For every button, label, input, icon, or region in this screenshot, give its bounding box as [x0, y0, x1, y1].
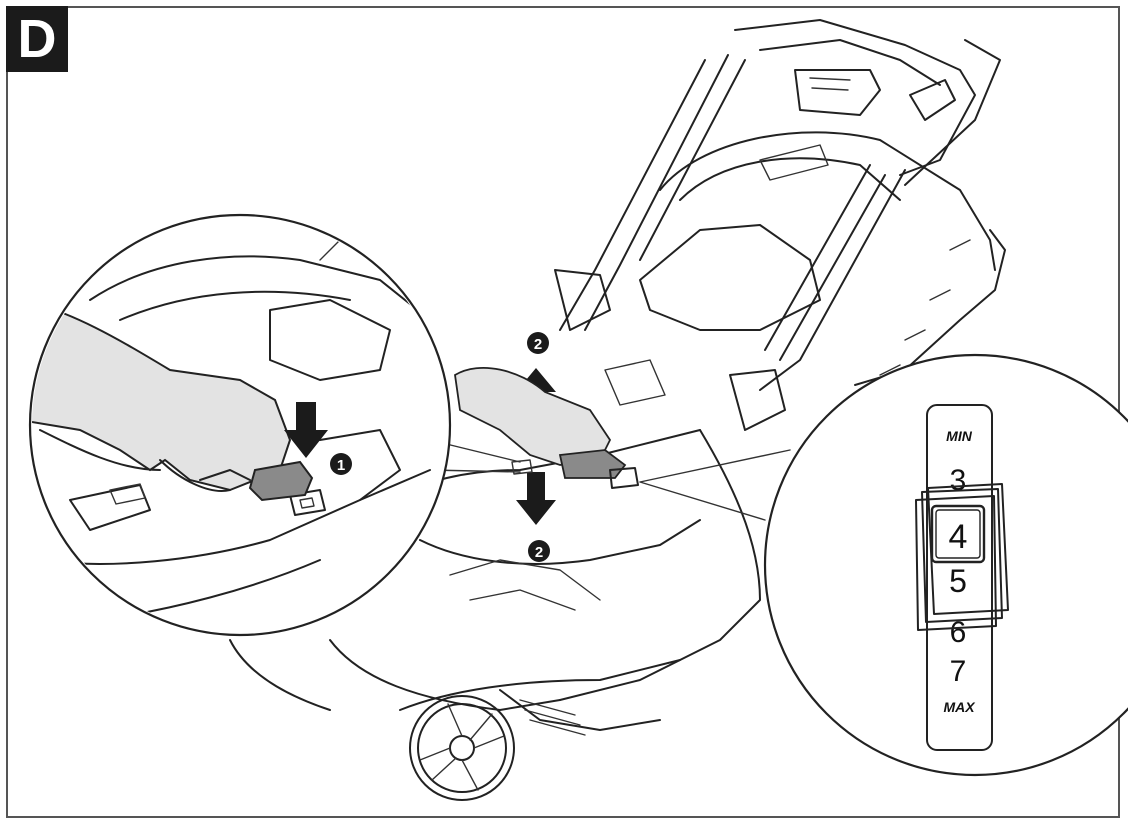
level-4: 4 [949, 518, 968, 556]
callout-1: 1 [330, 453, 352, 475]
magnified-view-height-scale: MIN 3 4 5 6 7 MAX [763, 353, 1128, 777]
svg-text:2: 2 [534, 336, 542, 353]
max-label: MAX [943, 699, 976, 715]
mower-drawing [229, 19, 1006, 801]
min-label: MIN [946, 428, 973, 444]
svg-text:1: 1 [337, 457, 345, 474]
level-3: 3 [950, 464, 967, 497]
height-selector-frame [915, 483, 1009, 631]
magnified-view-press [28, 213, 452, 637]
adjust-down-arrow [516, 472, 556, 525]
step-badge: D [6, 6, 68, 72]
callout-2-down: 2 [528, 540, 550, 562]
level-5: 5 [949, 563, 967, 599]
svg-text:2: 2 [535, 544, 543, 561]
callout-2-up: 2 [527, 332, 549, 354]
level-6: 6 [950, 616, 967, 649]
level-7: 7 [950, 655, 967, 688]
